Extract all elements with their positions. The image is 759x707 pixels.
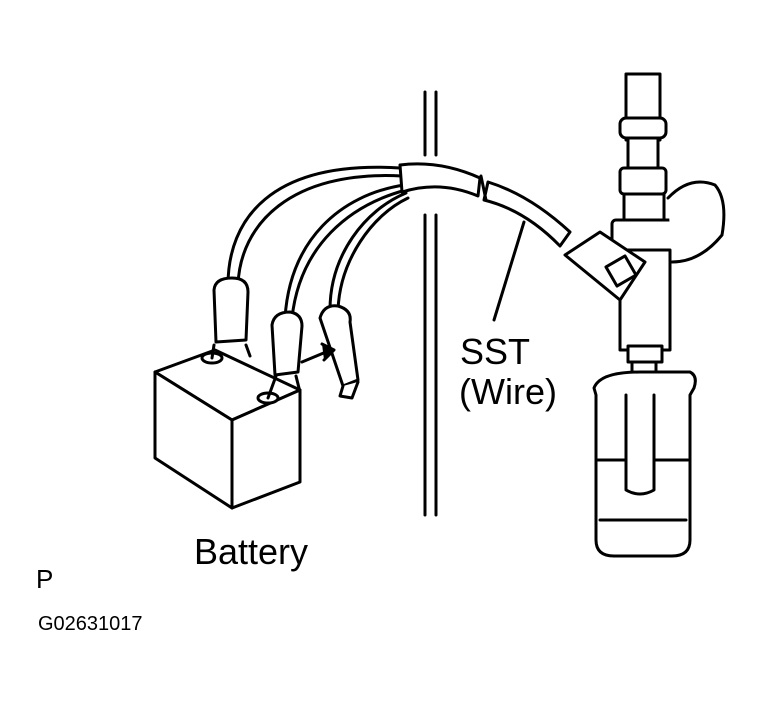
- battery-label: Battery: [194, 531, 309, 572]
- figure-code: G02631017: [38, 613, 143, 635]
- sst-wire: [398, 162, 572, 248]
- fuel-injector-assembly: [563, 72, 726, 387]
- break-lines: [423, 90, 438, 517]
- test-leads: [226, 165, 410, 320]
- graduated-cylinder: [592, 370, 697, 558]
- battery: [153, 348, 302, 510]
- sst-leader-line: [492, 220, 526, 322]
- wire-label: (Wire): [459, 371, 557, 412]
- positive-clip: [270, 310, 304, 377]
- connection-arrow: [300, 342, 336, 364]
- p-label: P: [36, 564, 54, 594]
- sst-label: SST: [460, 331, 531, 372]
- battery-clips: [210, 276, 360, 400]
- negative-clip: [212, 276, 250, 344]
- injector-clip: [318, 304, 360, 388]
